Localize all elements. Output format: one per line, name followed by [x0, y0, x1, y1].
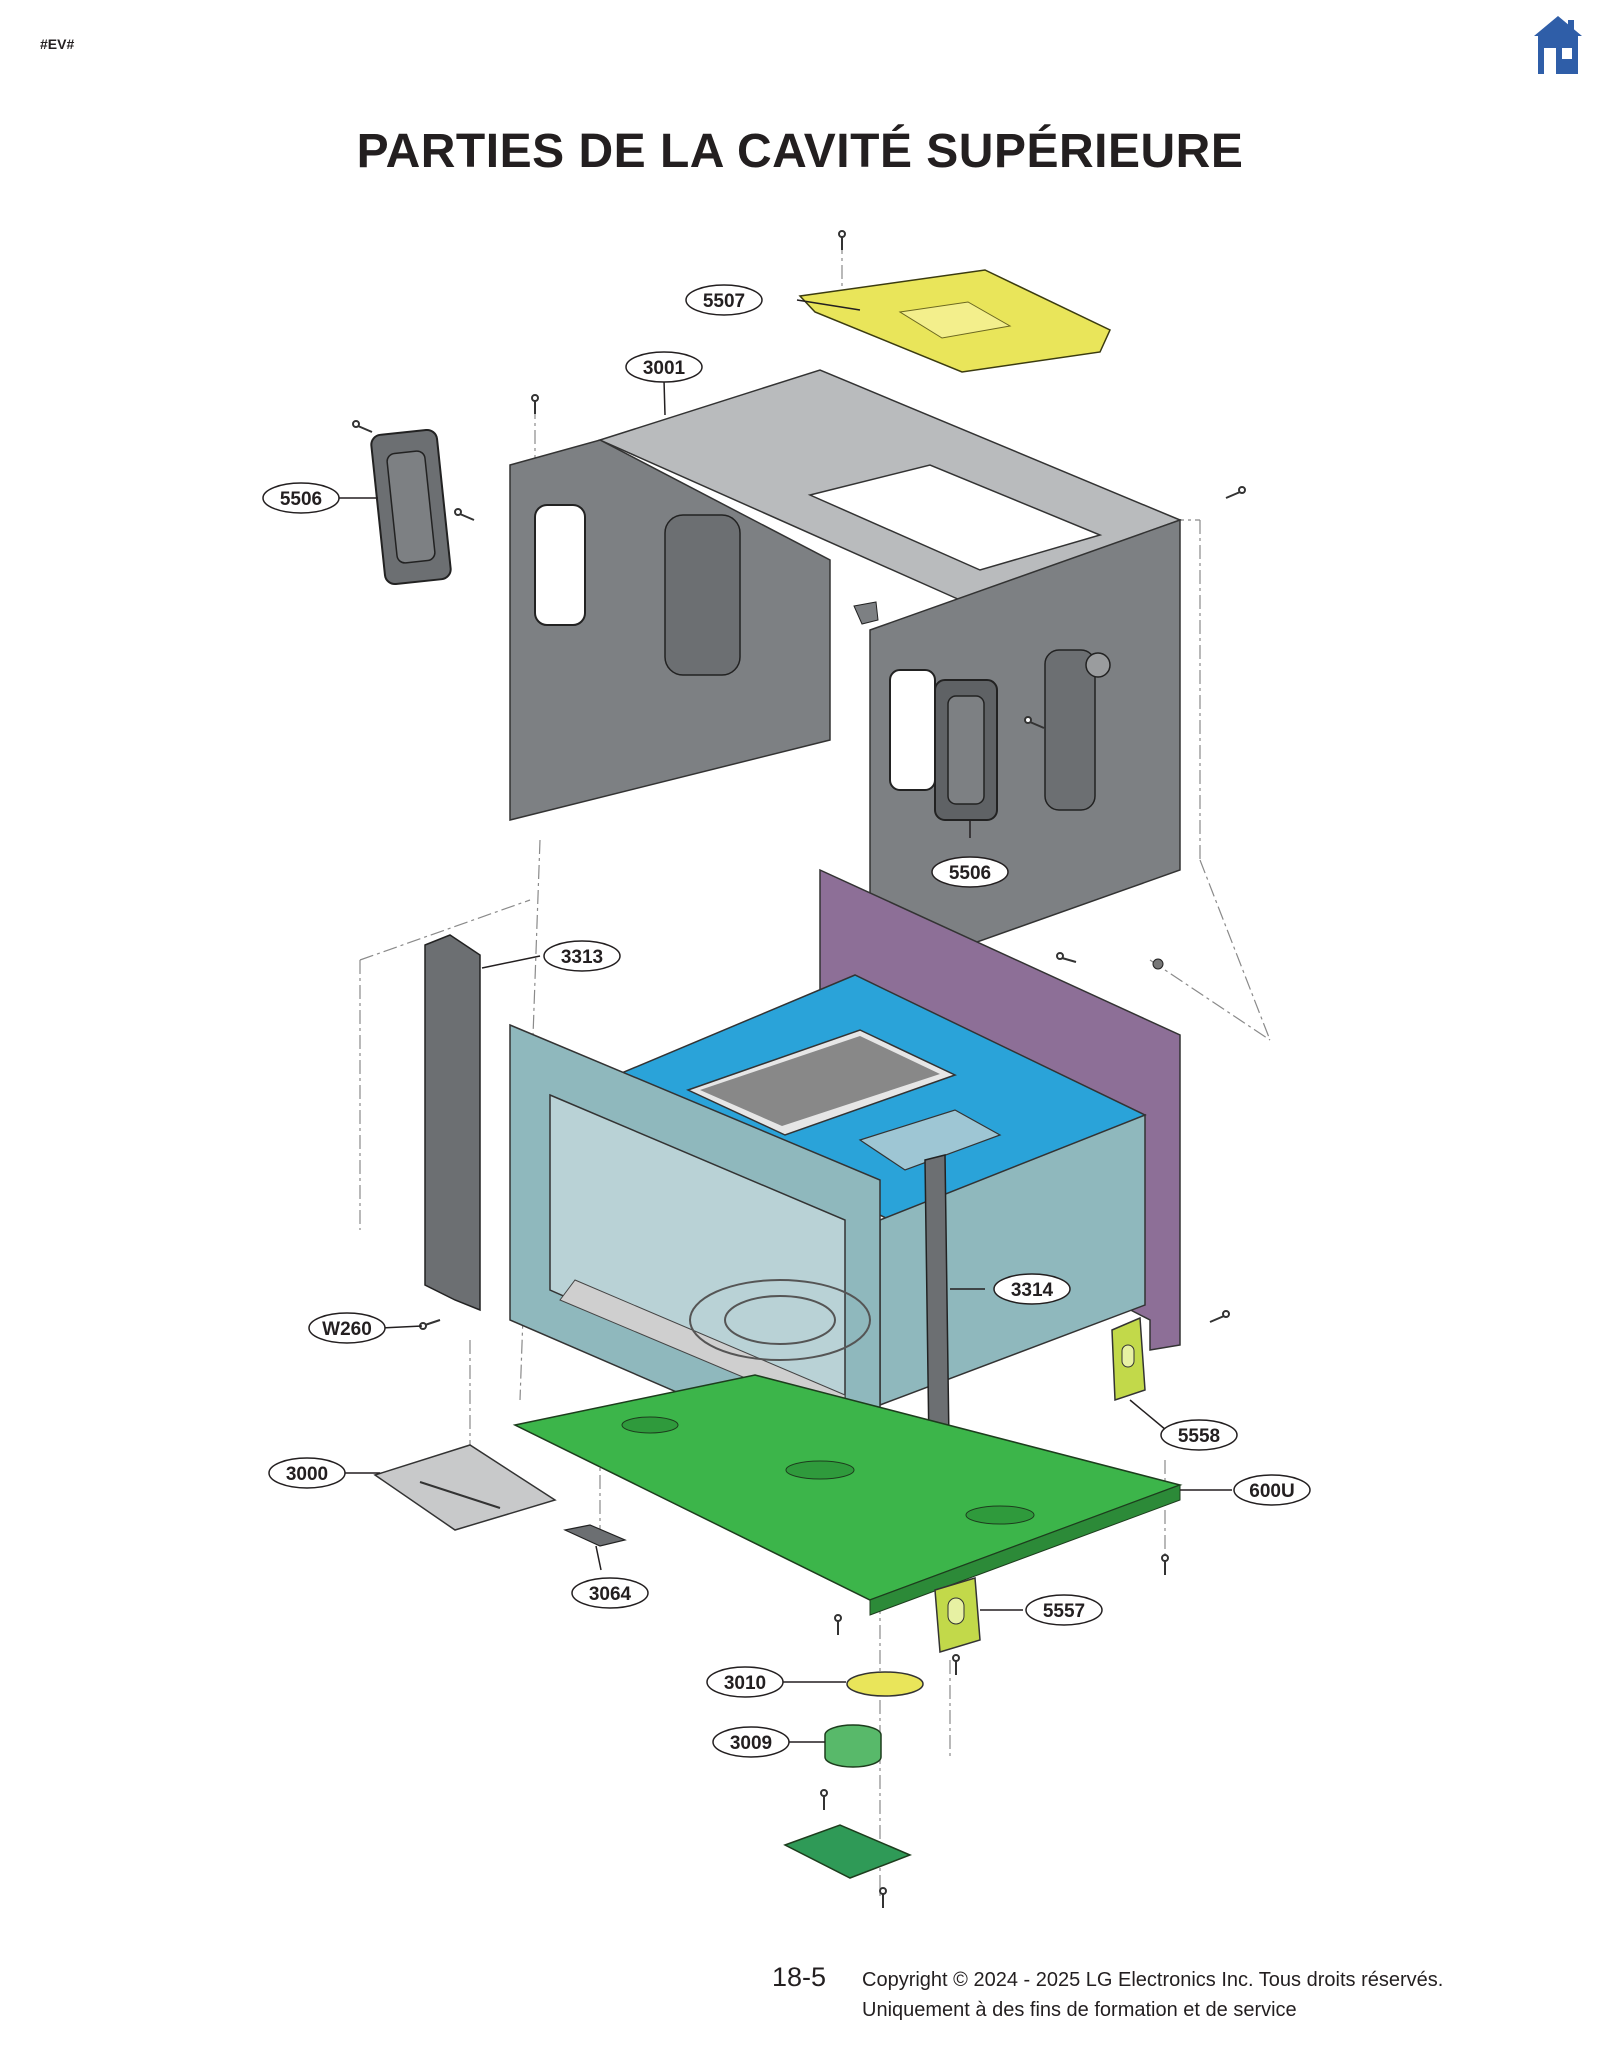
callout-3010-label: 3010 [724, 1673, 766, 1694]
callout-5506-right-label: 5506 [949, 863, 991, 884]
callout-5506-right: 5506 [931, 856, 1009, 888]
part-3064-pad [563, 1524, 627, 1547]
callout-5507: 5507 [685, 284, 763, 316]
copyright-line: Copyright © 2024 - 2025 LG Electronics I… [862, 1969, 1444, 1991]
callout-W260: W260 [308, 1312, 386, 1344]
nut [1152, 958, 1164, 970]
part-5558-bracket [1111, 1316, 1146, 1402]
part-main-cavity [509, 974, 1147, 1482]
footer-text: Copyright © 2024 - 2025 LG Electronics I… [862, 1965, 1443, 2025]
callout-600U-label: 600U [1249, 1481, 1294, 1502]
part-3313-left-bracket [424, 934, 481, 1312]
callout-3314-label: 3314 [1011, 1280, 1054, 1301]
callout-3000: 3000 [268, 1457, 346, 1489]
callout-5557: 5557 [1025, 1594, 1103, 1626]
callout-3010: 3010 [706, 1666, 784, 1698]
part-3010-coupler [846, 1671, 924, 1697]
part-bottom-cover [783, 1824, 912, 1879]
home-icon[interactable] [1532, 14, 1584, 76]
notice-line: Uniquement à des fins de formation et de… [862, 1999, 1297, 2021]
page-tag: #EV# [40, 36, 75, 52]
part-5506-gasket-right [934, 679, 998, 821]
callout-5558-label: 5558 [1178, 1426, 1220, 1447]
part-600U-base-plate [512, 1374, 1183, 1616]
callout-3000-label: 3000 [286, 1464, 328, 1485]
callout-3009-label: 3009 [730, 1733, 772, 1754]
leader-lines [338, 299, 1232, 1743]
callout-3313-label: 3313 [561, 947, 603, 968]
callout-W260-label: W260 [322, 1319, 372, 1340]
part-5506-gasket-left [370, 428, 452, 586]
page-title: PARTIES DE LA CAVITÉ SUPÉRIEURE [356, 125, 1244, 178]
page-number: 18-5 [772, 1962, 827, 1992]
callout-5506-left-label: 5506 [280, 489, 322, 510]
callout-3001-label: 3001 [643, 358, 686, 379]
callout-3313: 3313 [543, 940, 621, 972]
callout-3314: 3314 [993, 1273, 1071, 1305]
callout-600U: 600U [1233, 1474, 1311, 1506]
callout-5506-left: 5506 [262, 482, 340, 514]
callout-3064: 3064 [571, 1577, 649, 1609]
part-3009-motor [824, 1724, 882, 1768]
callout-5507-label: 5507 [703, 291, 745, 312]
callout-5557-label: 5557 [1043, 1601, 1085, 1622]
screws [352, 230, 1246, 1908]
part-5557-bracket [934, 1577, 981, 1653]
callout-3064-label: 3064 [589, 1584, 632, 1605]
callout-5558: 5558 [1160, 1419, 1238, 1451]
callout-3009: 3009 [712, 1726, 790, 1758]
part-5507-top-cover [798, 269, 1111, 373]
callout-3001: 3001 [625, 351, 703, 383]
part-3000-plate [373, 1444, 557, 1531]
